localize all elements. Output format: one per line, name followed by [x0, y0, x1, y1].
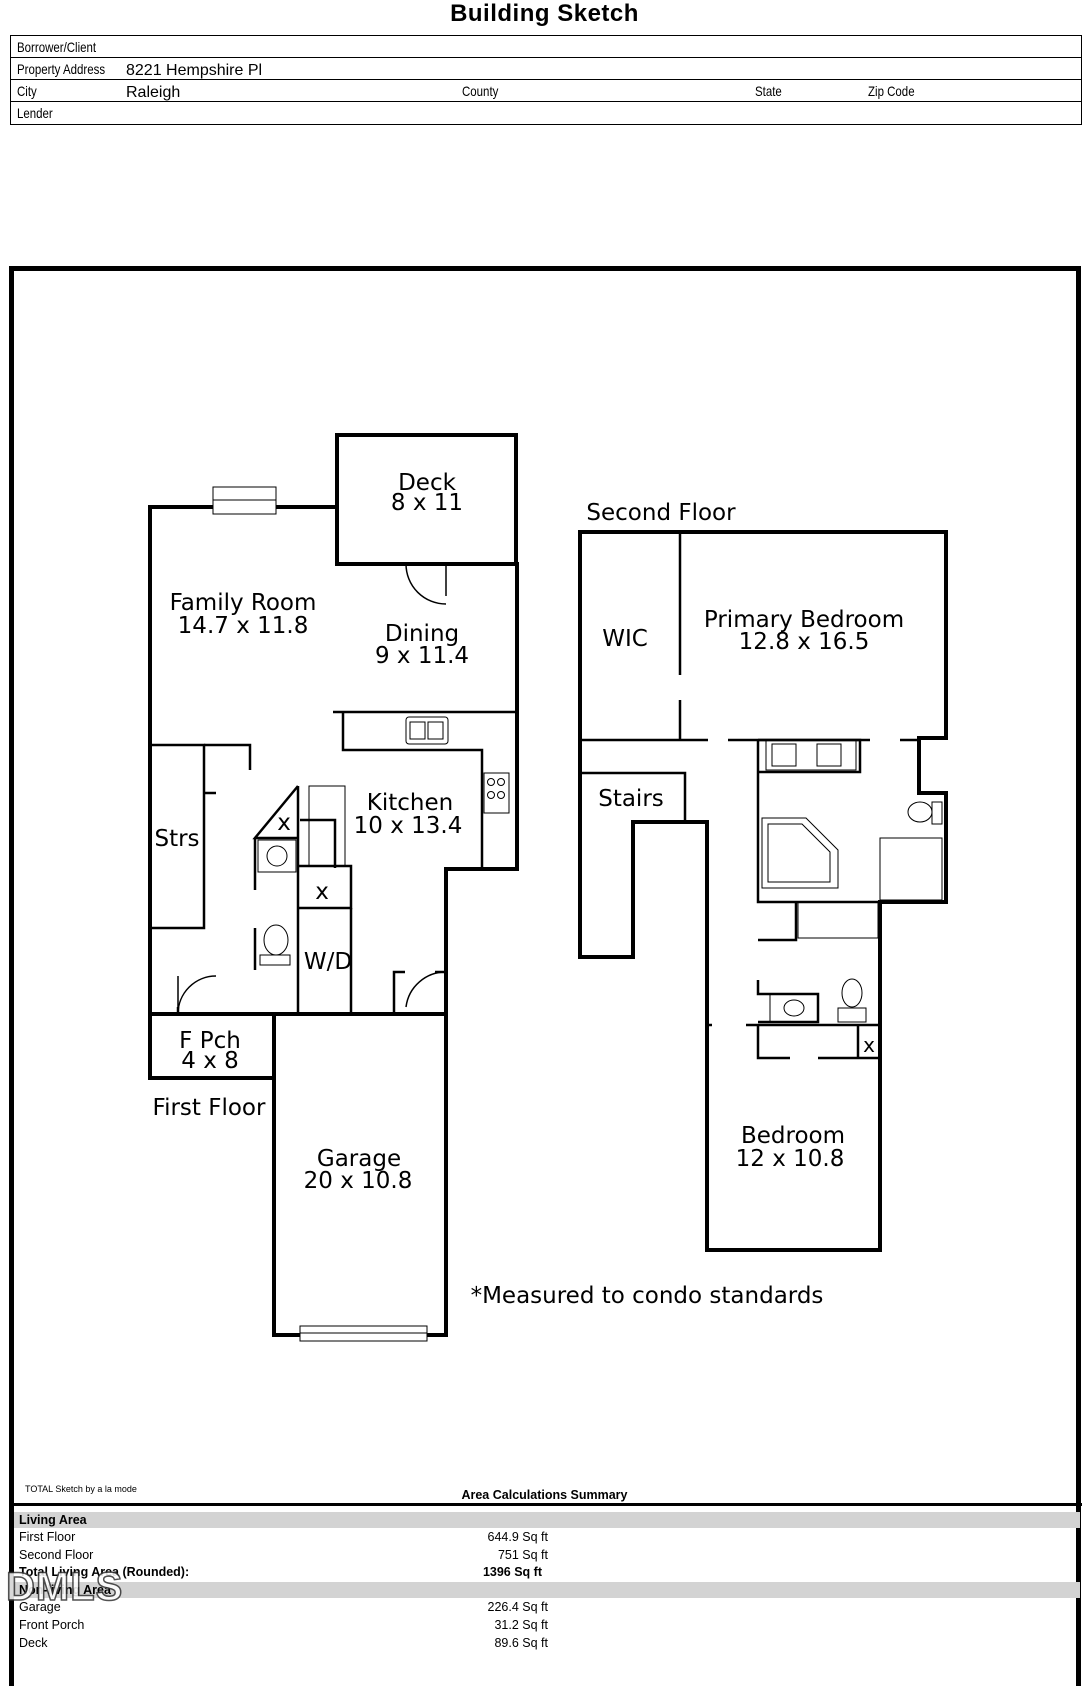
nonliving-area-band: [14, 1582, 1080, 1598]
deck-label: Deck: [398, 470, 457, 496]
condo-note: *Measured to condo standards: [471, 1283, 824, 1309]
state-label: State: [755, 83, 782, 99]
garage-area-label: Garage: [19, 1600, 61, 1614]
garage-area-value: 226.4 Sq ft: [487, 1600, 548, 1614]
kitchen-dims: 10 x 13.4: [354, 813, 463, 839]
kitchen-label: Kitchen: [367, 790, 453, 816]
x-label-3: x: [863, 1033, 875, 1057]
address-row: Property Address 8221 Hempshire Pl: [11, 58, 1081, 80]
lender-label: Lender: [17, 105, 53, 121]
dmls-watermark: DMLS: [5, 1564, 124, 1610]
family-room-label: Family Room: [170, 590, 317, 616]
deck-area-value: 89.6 Sq ft: [494, 1636, 548, 1650]
borrower-label: Borrower/Client: [17, 39, 97, 55]
x-label-1: x: [277, 810, 291, 836]
page-title: Building Sketch: [450, 0, 639, 27]
property-header-table: Borrower/Client Property Address 8221 He…: [10, 35, 1082, 125]
total-living-label: Total Living Area (Rounded):: [19, 1565, 190, 1579]
second-floor-label: Second Floor: [586, 500, 736, 526]
nonliving-area-header: Non-living Area: [19, 1583, 111, 1597]
deck-area-label: Deck: [19, 1636, 48, 1650]
stairs-first-label: Strs: [154, 826, 199, 852]
city-value: Raleigh: [126, 84, 181, 101]
address-value: 8221 Hempshire Pl: [126, 62, 263, 79]
primary-bedroom-label: Primary Bedroom: [704, 607, 904, 633]
washer-dryer-label: W/D: [304, 949, 352, 975]
porch-label: F Pch: [179, 1028, 241, 1054]
sketch-frame: [9, 266, 1081, 1686]
lender-row: Lender: [11, 102, 1081, 124]
deck-outline: [335, 433, 518, 566]
summary-title: Area Calculations Summary: [461, 1488, 628, 1502]
family-room-dims: 14.7 x 11.8: [178, 613, 309, 639]
address-label: Property Address: [17, 61, 106, 77]
wic-label: WIC: [602, 626, 648, 652]
first-floor-area-value: 644.9 Sq ft: [487, 1530, 548, 1544]
porch-area-label: Front Porch: [19, 1618, 85, 1632]
second-floor-outline: [578, 530, 948, 1252]
x-label-2: x: [315, 879, 329, 905]
stairs-second-label: Stairs: [598, 786, 664, 812]
total-living-value: 1396 Sq ft: [482, 1565, 542, 1579]
living-area-header: Living Area: [19, 1513, 87, 1527]
second-floor-area-label: Second Floor: [19, 1548, 94, 1562]
garage-label: Garage: [317, 1146, 401, 1172]
second-floor-area-value: 751 Sq ft: [497, 1548, 548, 1562]
porch-area-value: 31.2 Sq ft: [494, 1618, 548, 1632]
county-label: County: [462, 83, 499, 99]
city-row: City Raleigh County State Zip Code: [11, 80, 1081, 102]
deck-dims: 8 x 11: [391, 490, 463, 516]
city-label: City: [17, 83, 37, 99]
summary-divider: [10, 1503, 1082, 1506]
bedroom-dims: 12 x 10.8: [736, 1146, 845, 1172]
garage-dims: 20 x 10.8: [304, 1168, 413, 1194]
living-area-band: [14, 1512, 1080, 1528]
first-floor-label: First Floor: [153, 1095, 266, 1121]
dining-label: Dining: [385, 621, 459, 647]
primary-bedroom-dims: 12.8 x 16.5: [739, 629, 870, 655]
zip-label: Zip Code: [868, 83, 915, 99]
dining-dims: 9 x 11.4: [375, 643, 469, 669]
sketch-credit: TOTAL Sketch by a la mode: [25, 1484, 137, 1494]
first-floor-area-label: First Floor: [19, 1530, 76, 1544]
borrower-row: Borrower/Client: [11, 36, 1081, 58]
bedroom-label: Bedroom: [741, 1123, 845, 1149]
porch-dims: 4 x 8: [181, 1048, 239, 1074]
